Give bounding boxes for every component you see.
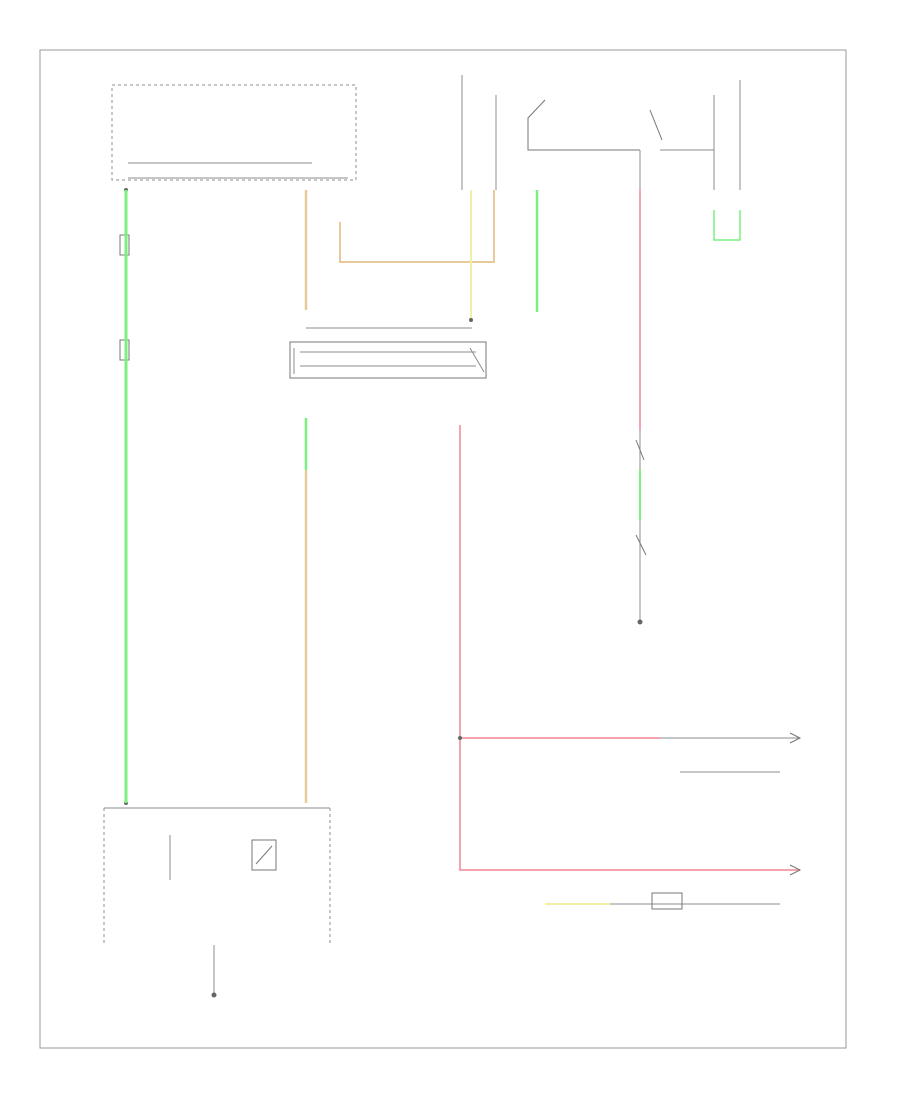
orange-wire-crossover — [339, 190, 495, 263]
top-center-wires — [461, 75, 497, 190]
right-branch-wires — [570, 732, 802, 910]
diagram-border — [39, 49, 847, 1049]
top-left-component-box — [111, 84, 357, 181]
upper-right-components — [527, 80, 741, 241]
right-column-switches — [635, 430, 647, 625]
pink-wire-main — [459, 425, 800, 871]
bottom-left-module — [103, 807, 331, 998]
switch-assembly — [289, 318, 487, 379]
green-loop-right — [713, 210, 741, 241]
